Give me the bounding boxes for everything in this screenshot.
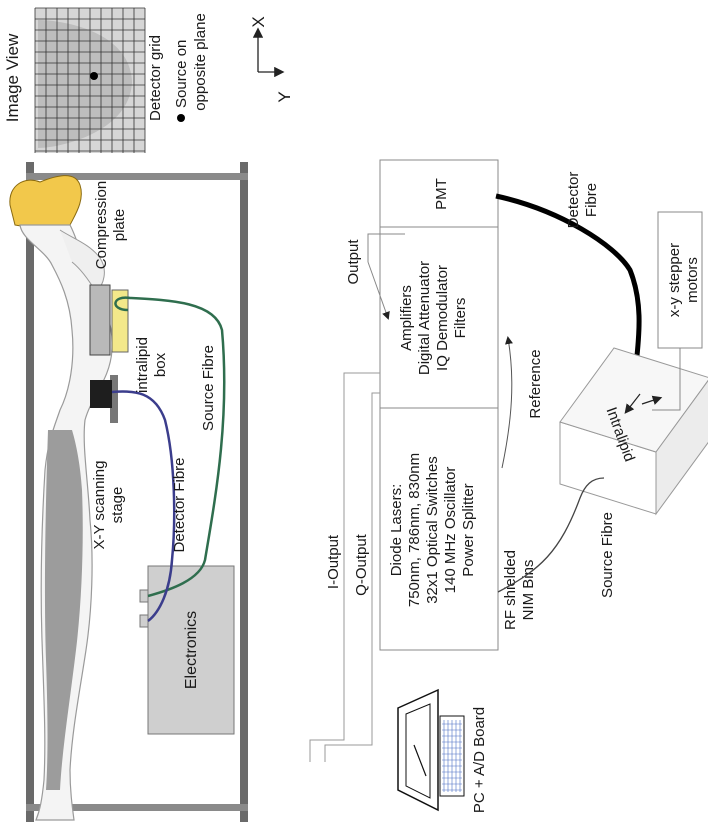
detector-fibre-label-1: Detector	[565, 172, 582, 229]
stage-platform	[110, 375, 118, 423]
table-top	[26, 173, 248, 180]
i-output-label: I-Output	[325, 534, 342, 589]
table-right-leg	[240, 162, 248, 822]
source-fibre-label: Source Fibre	[200, 345, 217, 431]
laser-line-4: 140 MHz Oscillator	[442, 467, 459, 594]
detector-grid-label: Detector grid	[147, 35, 164, 121]
amplifier-block: Amplifiers Digital Attenuator IQ Demodul…	[398, 261, 469, 375]
detector-head	[90, 380, 112, 408]
output-line-1	[367, 233, 405, 262]
amplifier-line-2: Digital Attenuator	[416, 261, 433, 375]
motor-connector	[652, 348, 681, 411]
tank-side-face	[655, 379, 708, 516]
laser-line-1: Diode Lasers:	[388, 484, 405, 577]
table-bottom	[26, 804, 248, 811]
intralipid-box-label-2: box	[152, 352, 169, 377]
source-legend-dot	[177, 114, 185, 122]
pc-computer: PC + A/D Board	[397, 688, 488, 813]
rf-shield-label-2: NIM Bins	[520, 560, 537, 621]
intralipid-tank: Intralipid	[559, 347, 708, 516]
scanner-setup-panel: Electronics Compression plate intralipid…	[9, 162, 248, 822]
patient-arm	[59, 229, 105, 293]
source-label-line1: Source on	[173, 40, 190, 108]
stage-label-2: stage	[109, 487, 126, 524]
detector-fibre-label-2: Fibre	[583, 183, 600, 217]
amplifier-line-4: Filters	[452, 298, 469, 339]
pc-label: PC + A/D Board	[471, 707, 488, 813]
patient-hair	[9, 175, 82, 228]
compression-plate	[89, 284, 111, 356]
pmt-label: PMT	[433, 178, 450, 210]
amplifier-line-3: IQ Demodulator	[434, 265, 451, 371]
image-view-panel: Image View Detector grid Source on oppos…	[3, 7, 294, 153]
tank-probe-arrow-2	[641, 395, 663, 405]
reference-label: Reference	[527, 349, 544, 418]
tank-top-face	[559, 347, 708, 453]
i-output-wire	[309, 372, 380, 762]
compression-plate-label-2: plate	[111, 209, 128, 242]
electronics-box	[147, 565, 235, 735]
tank-probe-arrow-1	[624, 393, 641, 414]
q-output-label: Q-Output	[353, 533, 370, 596]
pc-screen-glare	[413, 744, 427, 777]
electronics-label: Electronics	[183, 611, 200, 689]
x-axis-label: X	[249, 16, 268, 27]
source-dot	[90, 72, 98, 80]
output-label: Output	[345, 239, 362, 285]
image-view-title: Image View	[3, 33, 22, 122]
reference-arrow	[501, 336, 513, 469]
source-fibre-block-label: Source Fibre	[599, 512, 616, 598]
detector-grid	[34, 7, 146, 153]
pc-screen	[405, 703, 431, 799]
laser-line-5: Power Splitter	[460, 483, 477, 576]
laser-block: Diode Lasers: 750nm, 786nm, 830nm 32x1 O…	[388, 453, 477, 607]
rf-shield-label-1: RF shielded	[502, 550, 519, 630]
source-label-line2: opposite plane	[192, 13, 209, 111]
source-fibre-cable	[114, 296, 226, 598]
table-left-leg	[26, 162, 34, 822]
output-line-2	[367, 261, 390, 320]
laser-line-2: 750nm, 786nm, 830nm	[406, 453, 423, 607]
stage-label-1: X-Y scanning	[91, 461, 108, 550]
block-diagram-panel: PMT Amplifiers Digital Attenuator IQ Dem…	[309, 159, 708, 813]
intralipid-box-label-1: intralipid	[134, 337, 151, 393]
motors-label-2: motors	[684, 257, 701, 303]
laser-line-3: 32x1 Optical Switches	[424, 456, 441, 604]
electronics-port-1	[139, 589, 149, 603]
compression-plate-label-1: Compression	[93, 181, 110, 269]
motors-label-1: x-y stepper	[666, 243, 683, 317]
detector-fibre-cable	[111, 390, 176, 622]
amplifier-line-1: Amplifiers	[398, 285, 415, 351]
patient-legs-shadow	[44, 430, 83, 790]
electronics-block-outline	[379, 159, 499, 651]
y-axis-label: Y	[275, 91, 294, 102]
q-output-wire	[324, 392, 380, 762]
electronics-port-2	[139, 614, 149, 628]
pc-keyboard-keys	[442, 720, 462, 792]
source-fibre-curve	[497, 477, 605, 593]
detector-fibre-label: Detector Fibre	[171, 457, 188, 552]
